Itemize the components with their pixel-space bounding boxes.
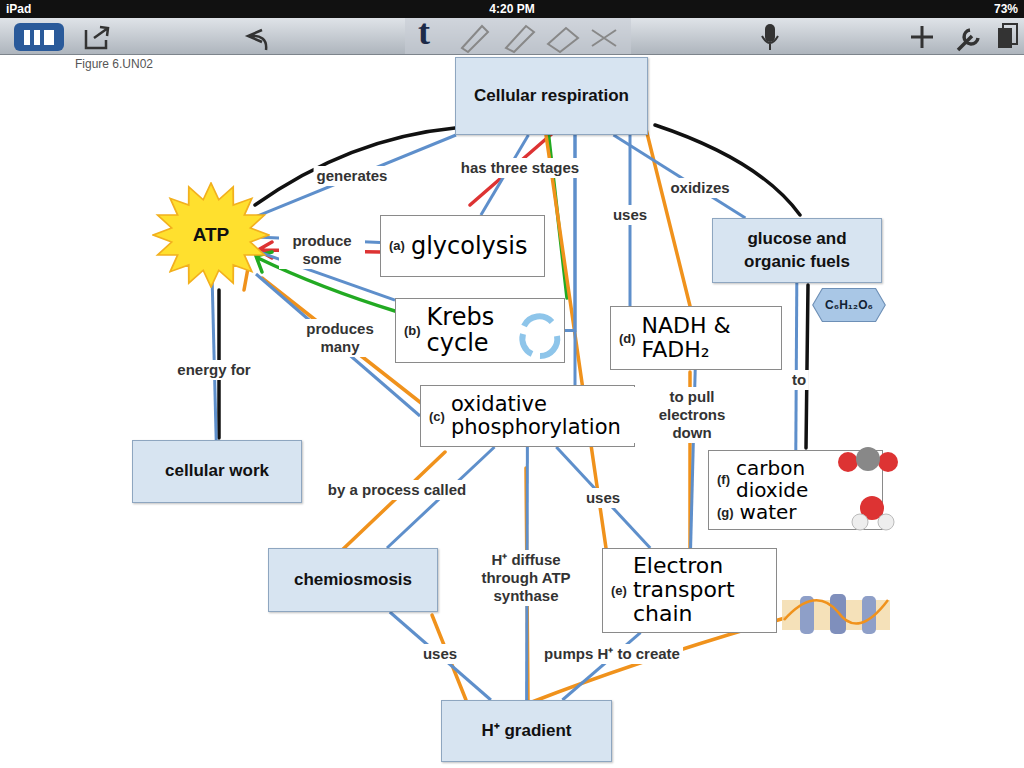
connector-line bbox=[212, 274, 216, 440]
stage-box: (e) Electron transport chain bbox=[602, 548, 777, 633]
connector bbox=[390, 612, 491, 700]
connector-label: by a process called bbox=[325, 480, 469, 500]
stage-box: (c) oxidative phosphorylation bbox=[420, 385, 635, 447]
co2-molecule bbox=[838, 447, 898, 472]
callout-letter: (b) bbox=[404, 323, 421, 338]
callout-letter: (c) bbox=[429, 409, 445, 424]
callout-letter: (f) bbox=[717, 472, 730, 487]
status-text: 73% bbox=[994, 2, 1018, 16]
text-row: (d) NADH & FADH₂ bbox=[619, 314, 773, 362]
handwritten-answer: water bbox=[740, 501, 797, 523]
connector-label: produces many bbox=[297, 319, 383, 357]
status-text: iPad bbox=[6, 2, 31, 16]
connector-line bbox=[562, 633, 640, 700]
ink-stroke bbox=[340, 452, 445, 552]
ink-stroke bbox=[645, 125, 690, 306]
connector-line bbox=[796, 283, 797, 450]
connector-label: produce some bbox=[279, 231, 365, 269]
box-label: cellular work bbox=[165, 460, 269, 482]
stage-box: (b) Krebs cycle bbox=[395, 298, 565, 363]
text-row: (c) oxidative phosphorylation bbox=[429, 393, 626, 439]
box-label: chemiosmosis bbox=[294, 569, 412, 591]
carrier-box: (d) NADH & FADH₂ bbox=[610, 306, 782, 370]
handwritten-answer: oxidative phosphorylation bbox=[451, 393, 626, 439]
connector-label: uses bbox=[610, 205, 650, 225]
text-row: (g) water bbox=[717, 501, 797, 523]
text-row: (f) carbon dioxide bbox=[717, 457, 874, 501]
handwritten-answer: carbon dioxide bbox=[736, 457, 874, 501]
box-label: Cellular respiration bbox=[474, 85, 629, 107]
connector-label: uses bbox=[583, 488, 623, 508]
text-row: (a) glycolysis bbox=[389, 233, 527, 259]
connector-line bbox=[556, 447, 650, 548]
text-row: (e) Electron transport chain bbox=[611, 554, 768, 627]
connector-label: oxidizes bbox=[667, 178, 732, 198]
fuel-box: glucose and organic fuels bbox=[712, 218, 882, 283]
connector-label: to pull electrons down bbox=[634, 387, 750, 443]
connector-label: H⁺ diffuse through ATP synthase bbox=[461, 550, 592, 606]
handwritten-answer: NADH & FADH₂ bbox=[642, 314, 773, 362]
callout-letter: (g) bbox=[717, 505, 734, 520]
connector bbox=[796, 283, 797, 450]
process-box: chemiosmosis bbox=[268, 548, 438, 612]
callout-letter: (a) bbox=[389, 238, 405, 253]
callout-letter: (d) bbox=[619, 331, 636, 346]
connector-line bbox=[256, 135, 456, 217]
connector-label: energy for bbox=[174, 360, 253, 380]
outline bbox=[813, 288, 886, 321]
formula-label: C₆H₁₂O₆ bbox=[825, 298, 873, 312]
stage-box: (a) glycolysis bbox=[380, 215, 545, 277]
text-tool-icon: t bbox=[418, 14, 430, 50]
text-row: (b) Krebs cycle bbox=[404, 304, 556, 357]
box-label: glucose and organic fuels bbox=[721, 228, 873, 272]
process-box: cellular work bbox=[132, 440, 302, 503]
box-label: H⁺ gradient bbox=[481, 720, 571, 742]
ink-stroke bbox=[255, 128, 455, 205]
h2o-molecule bbox=[852, 496, 894, 530]
connector-label: generates bbox=[314, 166, 391, 186]
connector-label: to bbox=[789, 370, 809, 390]
handwritten-answer: glycolysis bbox=[411, 233, 528, 259]
outline bbox=[153, 183, 269, 287]
app-toolbar: iPad 4:20 PM 73% t bbox=[0, 0, 1024, 56]
ink-stroke bbox=[655, 125, 800, 215]
figure-caption: Figure 6.UN02 bbox=[75, 57, 153, 71]
connector bbox=[212, 274, 216, 440]
callout-letter: (e) bbox=[611, 583, 627, 598]
product-box: (f) carbon dioxide(g) water bbox=[708, 450, 883, 530]
connector-label: pumps H⁺ to create bbox=[541, 644, 683, 664]
status-text: 4:20 PM bbox=[489, 2, 534, 16]
membrane-illustration bbox=[782, 594, 890, 634]
formula-hexagon: C₆H₁₂O₆ bbox=[812, 287, 886, 323]
process-box: Cellular respiration bbox=[455, 57, 648, 135]
connector bbox=[256, 135, 456, 217]
process-box: H⁺ gradient bbox=[441, 700, 612, 762]
handwritten-answer: Electron transport chain bbox=[633, 554, 768, 627]
atp-label: ATP bbox=[193, 224, 230, 246]
connector-line bbox=[390, 612, 491, 700]
ink-stroke bbox=[806, 285, 808, 448]
connector bbox=[556, 447, 650, 548]
connector-label: has three stages bbox=[458, 158, 582, 178]
connector bbox=[562, 633, 640, 700]
connector-label: uses bbox=[420, 644, 460, 664]
atp-starburst: ATP bbox=[152, 182, 270, 288]
krebs-cycle-icon bbox=[522, 316, 557, 356]
handwritten-answer: Krebs cycle bbox=[427, 304, 556, 357]
